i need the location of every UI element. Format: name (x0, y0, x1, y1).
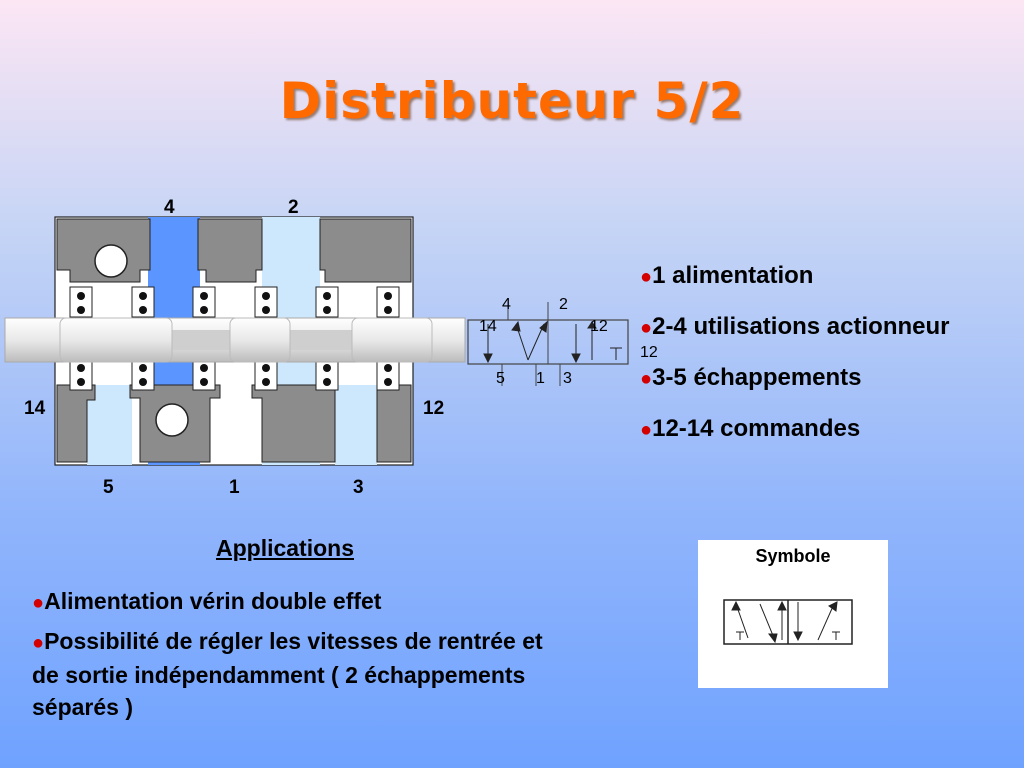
port-label-5: 5 (103, 477, 114, 498)
list-item: ●Possibilité de régler les vitesses de r… (32, 628, 543, 720)
symbol-port-3: 3 (563, 370, 572, 387)
legend-item: ●1 alimentation (640, 262, 814, 289)
port-label-2: 2 (288, 197, 299, 218)
symbol-panel: Symbole (698, 540, 888, 688)
symbol-pilot-12: 12 (590, 318, 608, 335)
symbol-pilot-14: 14 (479, 318, 497, 335)
valve-symbol-large (723, 599, 853, 645)
bullet-dot: ● (640, 419, 653, 441)
legend-item: ●12-14 commandes (640, 415, 861, 442)
pilot-label-14: 14 (24, 398, 46, 419)
applications-heading: Applications (215, 535, 354, 561)
pilot-label-12: 12 (423, 398, 445, 419)
page-title: Distributeur 5/2 (279, 72, 745, 130)
symbol-panel-label: Symbole (755, 546, 831, 566)
symbol-port-5: 5 (496, 370, 505, 387)
symbol-port-2: 2 (559, 296, 568, 313)
bullet-dot: ● (32, 632, 45, 654)
port-label-4: 4 (164, 197, 175, 218)
bullet-dot: ● (640, 317, 653, 339)
symbol-pilot-12-outside: 12 (640, 344, 658, 361)
symbol-port-4: 4 (502, 296, 511, 313)
port-label-3: 3 (353, 477, 364, 498)
valve-cross-section (4, 216, 466, 466)
bullet-dot: ● (640, 368, 653, 390)
bullet-dot: ● (32, 592, 45, 614)
port-legend: ●1 alimentation ●2-4 utilisations action… (640, 262, 949, 466)
bullet-dot: ● (640, 266, 653, 288)
legend-item: ●2-4 utilisations actionneur (640, 313, 950, 340)
list-item: ●Alimentation vérin double effet (32, 588, 382, 614)
valve-symbol-small (467, 302, 629, 386)
port-label-1: 1 (229, 477, 240, 498)
applications-list: ●Alimentation vérin double effet ●Possib… (32, 585, 552, 729)
legend-item: ●3-5 échappements (640, 364, 862, 391)
symbol-port-1: 1 (536, 370, 545, 387)
